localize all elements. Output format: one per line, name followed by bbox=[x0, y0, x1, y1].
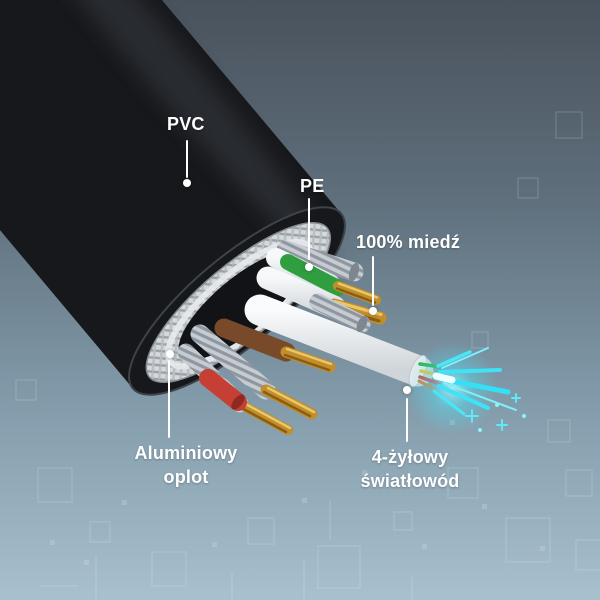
pvc-leader-line bbox=[186, 140, 188, 178]
label-pe: PE bbox=[300, 176, 325, 196]
pe-leader-line bbox=[308, 198, 310, 260]
copper-strands bbox=[333, 281, 381, 305]
sparkle-icon bbox=[465, 393, 521, 431]
pe-dot bbox=[305, 263, 313, 271]
foil-wire-right bbox=[309, 293, 371, 333]
circuit-pattern-decoration bbox=[15, 111, 600, 600]
copper-strands bbox=[260, 384, 318, 420]
label-optical-fiber-line2: światłowód bbox=[360, 471, 460, 491]
foil-wire-top bbox=[276, 240, 364, 282]
inner-wires bbox=[177, 240, 526, 435]
foil-wire-lower-1 bbox=[190, 324, 276, 400]
fiber-light-burst bbox=[406, 342, 526, 434]
label-aluminium-braid-line1: Aluminiowy bbox=[134, 443, 238, 463]
foil-wire-cut-end bbox=[348, 262, 360, 282]
green-pe-wire bbox=[280, 254, 346, 296]
label-aluminium-braid: Aluminiowy oplot bbox=[124, 441, 248, 489]
foil-wire-cut-end bbox=[356, 316, 368, 332]
label-pvc: PVC bbox=[167, 114, 205, 134]
label-optical-fiber-line1: 4-żyłowy bbox=[371, 447, 449, 467]
label-optical-fiber: 4-żyłowy światłowód bbox=[346, 445, 474, 493]
red-wire bbox=[199, 369, 247, 411]
copper-strands bbox=[235, 399, 293, 435]
label-aluminium-braid-line2: oplot bbox=[163, 467, 209, 487]
red-wire-cut-end bbox=[231, 394, 245, 410]
fiber-dot bbox=[403, 386, 411, 394]
copper-strands bbox=[280, 346, 336, 373]
fiber-tube bbox=[244, 294, 434, 387]
copper-dot bbox=[369, 307, 377, 315]
copper-leader-line bbox=[372, 256, 374, 306]
brown-wire bbox=[214, 318, 296, 362]
fiber-leader-line bbox=[406, 398, 408, 442]
braid-dot bbox=[166, 350, 174, 358]
jacket-sheen bbox=[0, 0, 338, 271]
label-copper: 100% miedź bbox=[356, 232, 461, 252]
pvc-dot bbox=[183, 179, 191, 187]
pvc-jacket bbox=[0, 0, 342, 389]
braid-leader-line bbox=[168, 360, 170, 438]
